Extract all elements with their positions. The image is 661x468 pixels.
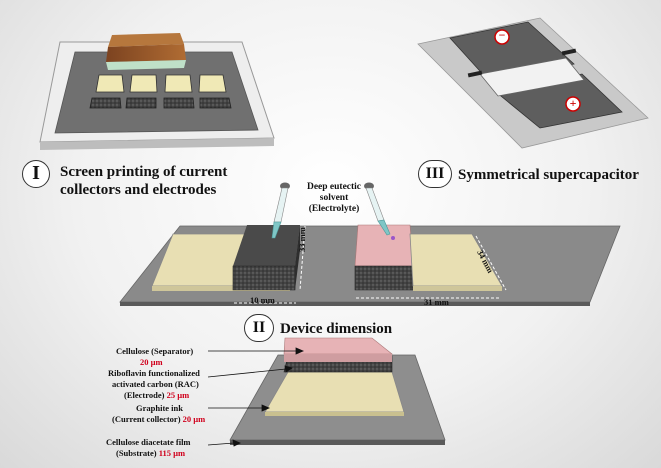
section-ii-numeral: II	[244, 314, 274, 342]
squeegee-blade	[106, 60, 186, 70]
electrolyte-label: Deep eutectic solvent (Electrolyte)	[290, 182, 378, 215]
section-ii-title: Device dimension	[280, 321, 393, 337]
section-i-numeral: I	[22, 160, 50, 188]
negative-terminal-label: −	[498, 28, 506, 42]
label-separator: Cellulose (Separator) 20 µm	[116, 346, 193, 368]
collector-pad	[129, 74, 158, 93]
terminal-tab	[467, 70, 483, 78]
positive-terminal-icon	[565, 96, 581, 112]
electrode-line3: (Electrode) 25 µm	[108, 390, 200, 401]
dim-line-33mm	[299, 225, 306, 291]
left-electrode-side	[295, 225, 300, 290]
electrode-line1: Riboflavin functionalized	[108, 368, 200, 378]
right-electrode-top	[354, 224, 414, 267]
collector-thickness: 20 µm	[182, 414, 206, 424]
leader-substrate	[207, 442, 235, 446]
screen-printing-illustration	[39, 33, 275, 150]
negative-terminal-icon	[494, 29, 510, 45]
section-iii-numeral: III	[418, 160, 452, 188]
electrode-line3-prefix: (Electrode)	[124, 390, 167, 400]
terminal-tab	[561, 48, 577, 56]
dim-label-length-left: 33 mm	[297, 227, 307, 252]
substrate-edge	[230, 440, 445, 445]
electrolyte-line2: solvent	[319, 193, 349, 203]
electrolyte-drop	[391, 236, 395, 240]
electrode-pad	[163, 97, 195, 109]
collector-line2: (Current collector) 20 µm	[112, 414, 205, 425]
dim-line-34mm	[475, 235, 507, 291]
collector-pad	[95, 74, 125, 93]
electrode-thickness: 25 µm	[166, 390, 190, 400]
section-i-title-line1: Screen printing of current	[60, 164, 228, 180]
dim-label-width-right: 31 mm	[424, 297, 449, 307]
electrode-pad	[125, 97, 157, 109]
leader-electrode	[207, 368, 287, 378]
device-dimension-illustration	[119, 182, 621, 306]
right-electrode-front	[354, 265, 414, 291]
electrolyte-line1: Deep eutectic	[306, 182, 362, 192]
substrate-thickness: 115 µm	[158, 448, 186, 458]
screen-frame-side	[40, 138, 274, 150]
label-electrode: Riboflavin functionalized activated carb…	[108, 368, 200, 401]
substrate-line2-prefix: (Substrate)	[116, 448, 159, 458]
collector-line2-prefix: (Current collector)	[112, 414, 183, 424]
electrode-line2: activated carbon (RAC)	[112, 379, 199, 389]
label-collector: Graphite ink (Current collector) 20 µm	[112, 403, 205, 425]
dim-label-width-left: 10 mm	[250, 295, 275, 305]
electrode-pads	[89, 97, 232, 109]
collector-layer	[264, 371, 405, 413]
device-base-edge	[120, 302, 590, 306]
positive-terminal-label: +	[569, 96, 577, 110]
electrode-pad	[199, 97, 232, 109]
section-i-title: Screen printing of current collectors an…	[60, 163, 227, 199]
substrate-line1: Cellulose diacetate film	[106, 437, 191, 447]
squeegee-front	[106, 44, 186, 62]
separator-name: Cellulose (Separator)	[116, 346, 194, 356]
separator-layer-edge	[284, 354, 392, 362]
electrolyte-line3: (Electrolyte)	[308, 204, 360, 214]
squeegee-top	[108, 33, 184, 47]
left-electrode-front	[232, 265, 296, 291]
current-collector-pads	[95, 74, 227, 93]
electrode-pad	[89, 97, 122, 109]
section-i-title-line2: collectors and electrodes	[60, 182, 217, 198]
collector-pad	[164, 74, 193, 93]
pipette-right	[364, 182, 391, 236]
supercapacitor-illustration	[417, 17, 649, 149]
pipette-left	[271, 182, 290, 239]
layer-stack-illustration	[207, 337, 446, 447]
substrate-line2: (Substrate) 115 µm	[106, 448, 191, 459]
collector-pad	[198, 74, 227, 93]
collector-line1: Graphite ink	[136, 403, 183, 413]
collector-layer-edge	[265, 412, 404, 416]
right-collector-edge	[413, 286, 502, 291]
section-iii-title: Symmetrical supercapacitor	[458, 167, 639, 183]
separator-thickness: 20 µm	[140, 357, 163, 367]
left-electrode-top	[233, 225, 300, 266]
label-substrate: Cellulose diacetate film (Substrate) 115…	[106, 437, 191, 459]
supercap-fold	[479, 57, 585, 97]
